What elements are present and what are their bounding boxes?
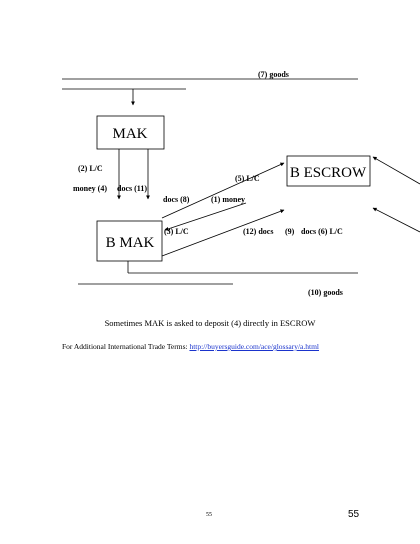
label-9: (9) [285, 227, 295, 236]
trade-terms-line: For Additional International Trade Terms… [62, 342, 319, 351]
page-number: 55 [348, 509, 360, 520]
label-lc-2: (2) L/C [78, 164, 103, 173]
mak-label: MAK [112, 126, 147, 142]
trade-terms-prefix: For Additional International Trade Terms… [62, 342, 190, 351]
label-docs-8: docs (8) [163, 195, 190, 204]
label-money-1: (1) money [211, 195, 245, 204]
label-docs-6-lc: docs (6) L/C [301, 227, 343, 236]
bescrow-box [286, 155, 371, 187]
label-lc-5: (5) L/C [235, 174, 260, 183]
label-docs-11: docs (11) [117, 184, 147, 193]
label-money-4: money (4) [73, 184, 107, 193]
label-docs-12: (12) docs [243, 227, 273, 236]
arrow-escrow-to-bmak [164, 202, 247, 231]
trade-flow-diagram: MAK B MAK B ESCROW (7) goods (2) L/C mon… [62, 70, 420, 297]
bmak-label: B MAK [106, 235, 155, 251]
glossary-link[interactable]: http://buyersguide.com/ace/glossary/a.ht… [189, 342, 320, 351]
note-text: Sometimes MAK is asked to deposit (4) di… [104, 318, 316, 328]
bescrow-label: B ESCROW [290, 165, 367, 181]
label-lc-3: (3) L/C [164, 227, 189, 236]
arrow-bmak-to-escrow-lower [161, 209, 285, 257]
arrow-bmak-to-escrow-upper [161, 162, 285, 219]
arrow-right-to-escrow-top [372, 156, 420, 185]
arrow-right-to-escrow-bottom [372, 207, 420, 233]
label-goods-10: (10) goods [308, 288, 343, 297]
mak-box [96, 115, 165, 150]
page-number-small: 55 [206, 512, 212, 518]
bmak-box [96, 220, 163, 262]
label-goods-7: (7) goods [258, 70, 289, 79]
